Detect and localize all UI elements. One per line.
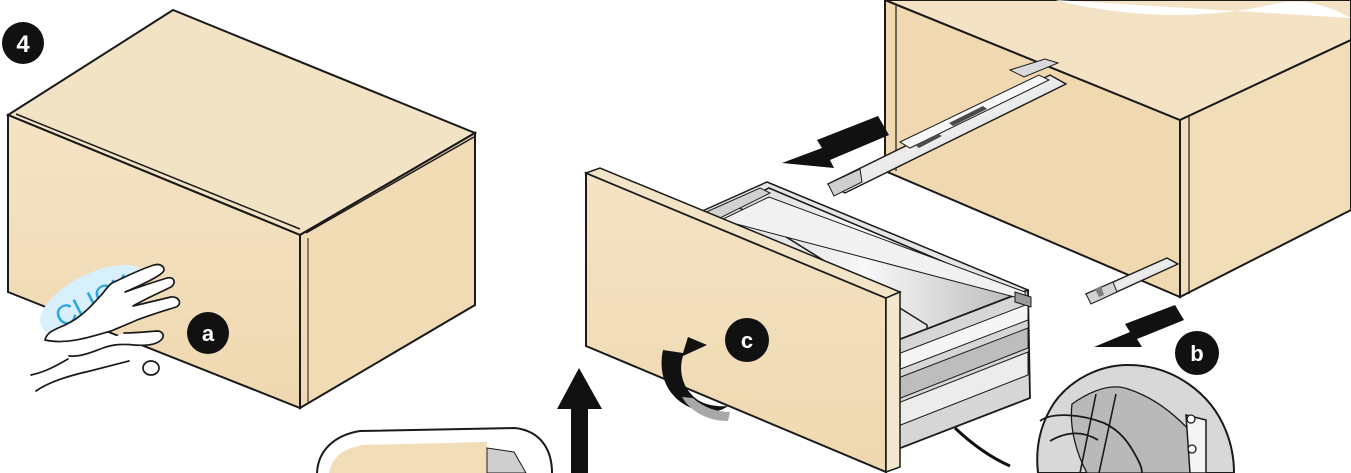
callout-b-label: b bbox=[1190, 341, 1203, 366]
up-arrow-icon bbox=[557, 368, 602, 473]
step-number: 4 bbox=[16, 31, 30, 58]
drawer-assembly bbox=[586, 168, 1031, 472]
callout-a: a bbox=[187, 312, 229, 354]
callout-c: c bbox=[725, 318, 769, 362]
right-cabinet bbox=[885, 0, 1351, 297]
step-badge: 4 bbox=[2, 22, 44, 64]
callout-b: b bbox=[1175, 331, 1219, 375]
callout-a-label: a bbox=[202, 321, 215, 346]
left-cabinet bbox=[8, 10, 475, 408]
detail-inset bbox=[317, 428, 552, 473]
callout-c-label: c bbox=[741, 328, 753, 353]
